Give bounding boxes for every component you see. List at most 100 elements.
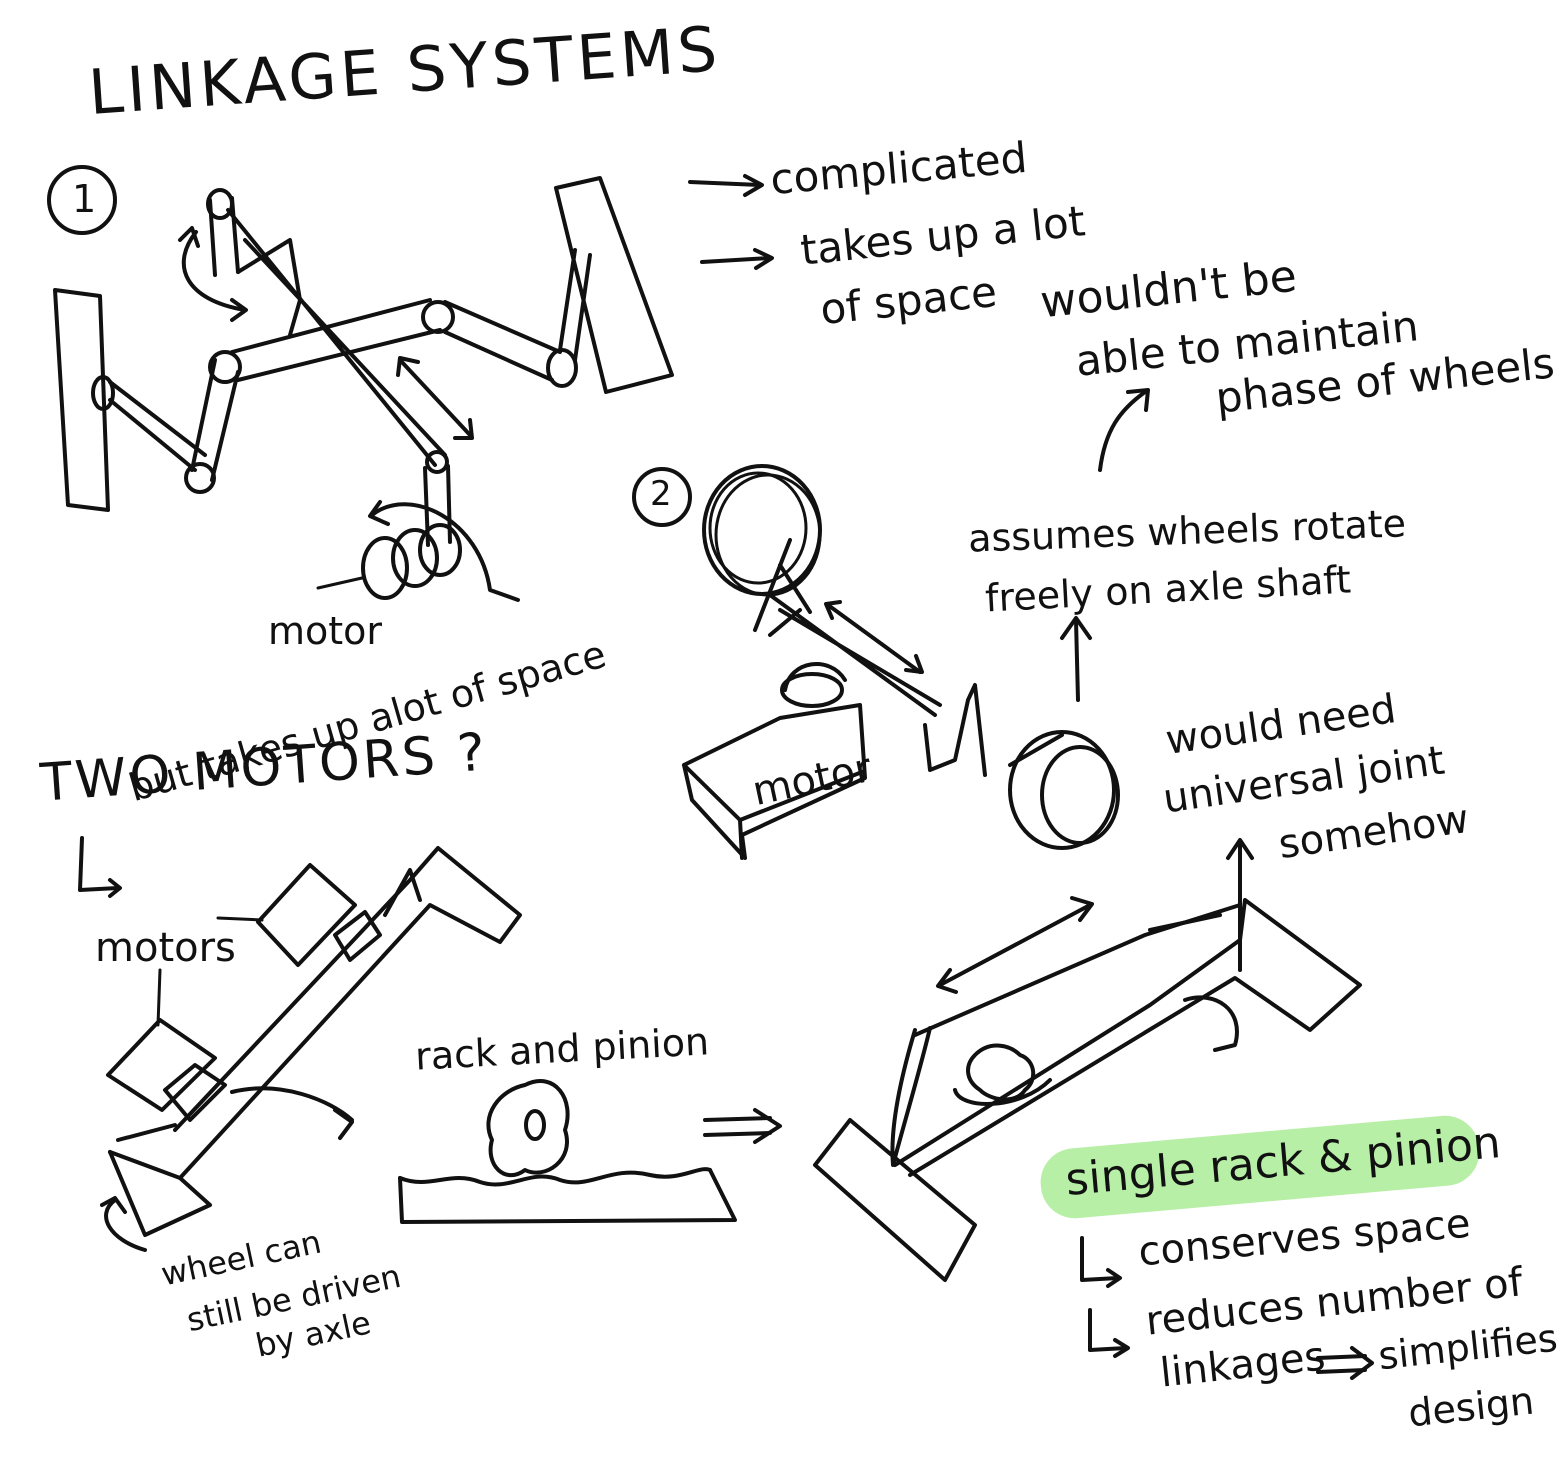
up-arrow-axle-head [1060, 616, 1092, 640]
motors-label: motors [95, 925, 236, 971]
coupler-upper [333, 910, 382, 962]
slide-arrow-3 [938, 903, 1092, 987]
motor-box-upper [256, 863, 357, 967]
marker-2-head [1113, 1338, 1130, 1358]
rack-edge-top [1148, 913, 1222, 932]
wheel-lower [1008, 730, 1116, 850]
up-arrow-joint-head [1226, 838, 1254, 860]
slide-arrow-3-head-b [1070, 896, 1094, 922]
upper-joint [383, 868, 422, 917]
leg-body [108, 846, 522, 1180]
rack-edge-left [890, 1026, 932, 1167]
slide-arrow-1 [398, 358, 472, 437]
up-arrow-phase-head [1126, 388, 1150, 412]
link-right-wall [558, 248, 592, 362]
section-number-2: 2 [650, 474, 672, 514]
number-circle-2 [632, 467, 692, 527]
pivot-left [91, 375, 115, 411]
motors-leader-2 [156, 968, 162, 1027]
motor-crank [423, 464, 452, 547]
motor-body [361, 536, 409, 600]
rod-2 [768, 593, 942, 717]
motor-shaft [780, 672, 844, 708]
rack-teeth [398, 1167, 712, 1187]
motor-rotate-arrow [783, 662, 847, 692]
bar-right [443, 300, 562, 382]
wheel-lower-top [1008, 733, 1064, 767]
rack-pinion-sketch [398, 1079, 782, 1224]
slide-arrow-2-head-b [904, 654, 924, 674]
motor-label-1: motor [268, 609, 383, 653]
wheel-end [108, 1150, 212, 1237]
marker-1-head [1106, 1268, 1122, 1288]
link-lower-left [108, 380, 207, 472]
rotate-arrow-1-head [178, 226, 200, 248]
up-arrow-axle [1074, 618, 1080, 702]
wheel-end-link [116, 1123, 177, 1142]
number-circle-1 [47, 165, 117, 235]
bracket [236, 238, 302, 337]
two-motor-sketch [78, 836, 522, 1252]
motor-body-2 [391, 528, 439, 588]
implies-arrow-head [753, 1108, 782, 1144]
motor-body-3 [418, 523, 462, 577]
pinion-hole [524, 1109, 546, 1141]
arrow-to-rack-head [333, 1108, 354, 1140]
subnote-marker [78, 836, 120, 892]
motor-box-lower [106, 1018, 217, 1112]
linkage-sketch-1 [47, 165, 774, 602]
wheel-rotate-arrow-head [100, 1196, 127, 1214]
pinion-small [966, 1043, 1036, 1102]
rack-body [398, 1168, 737, 1224]
right-wall [554, 176, 674, 394]
slide-arrow-2 [826, 603, 922, 674]
note-arrow-1 [688, 180, 762, 187]
top-crank [208, 196, 240, 277]
leg-frame-top [913, 903, 1242, 1037]
rotate-arrow-2 [370, 502, 520, 602]
lower-crank [923, 683, 987, 777]
wheel-upper-inner [708, 471, 808, 585]
note-arrow-2 [700, 256, 772, 264]
wheel-rotate-arrow [104, 1198, 147, 1252]
motor-leader [316, 576, 364, 590]
coupler-lower [163, 1063, 227, 1122]
implies-arrow-2-head [1350, 1346, 1374, 1380]
slide-arrow-1-head-b [453, 418, 474, 440]
rotate-arrow-1 [181, 230, 247, 312]
section-number-1: 1 [72, 177, 97, 221]
wheel-lower-inner [1040, 745, 1120, 845]
up-arrow-phase [1098, 390, 1147, 472]
bar-upper [230, 298, 442, 382]
marker-1 [1080, 1236, 1120, 1282]
conclusion-markers [1080, 1236, 1374, 1380]
rotate-arrow-2-head [368, 500, 390, 526]
joint-b [208, 350, 242, 384]
motor-box-corner [738, 818, 744, 860]
single-rack-sketch [813, 838, 1362, 1282]
note-arrow-1-head [743, 174, 764, 197]
note-arrow-2-head [753, 248, 774, 270]
connecting-rod [226, 208, 447, 467]
subnote-marker-head [108, 878, 122, 898]
implies-arrow-2 [1316, 1354, 1367, 1374]
implies-arrow [703, 1116, 772, 1137]
leg-foot [813, 1118, 977, 1282]
linkage-sketch-2 [632, 388, 1150, 860]
slide-arrow-2-head [824, 600, 842, 620]
link-rising [190, 358, 240, 482]
rotate-arrow-1-head-b [230, 298, 248, 322]
pinion-gear [486, 1079, 570, 1178]
joint-c [421, 300, 455, 334]
slide-arrow-1-head [396, 356, 420, 377]
marker-2 [1088, 1308, 1128, 1352]
top-crank-pin [206, 188, 234, 220]
left-wall [53, 288, 110, 512]
pinion-rotate [953, 1078, 1052, 1106]
slide-arrow-3-head [936, 968, 958, 994]
motor-box [682, 703, 867, 860]
joint-a [184, 462, 216, 494]
joint-rotate-arrow [1183, 995, 1239, 1052]
